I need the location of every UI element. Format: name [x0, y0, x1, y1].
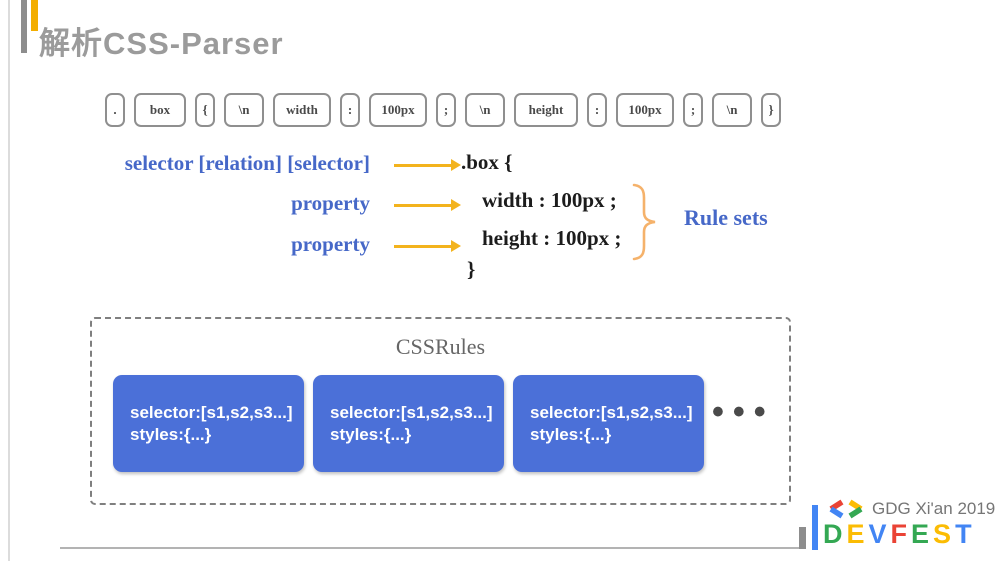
- footer-accent-bar-blue: [812, 505, 818, 550]
- token-row: . box { \n width : 100px ; \n height : 1…: [105, 93, 781, 127]
- card-styles-line: styles:{...}: [530, 424, 612, 444]
- footer-divider-line: [60, 547, 806, 549]
- gdg-event-label: GDG Xi'an 2019: [872, 499, 996, 518]
- token-height: height: [514, 93, 578, 127]
- devfest-letter: S: [933, 519, 956, 549]
- devfest-letter: F: [890, 519, 912, 549]
- page-title: 解析CSS-Parser: [39, 26, 284, 61]
- token-semicolon: ;: [683, 93, 703, 127]
- devfest-letter: D: [823, 519, 847, 549]
- token-newline: \n: [712, 93, 752, 127]
- code-height-line: height : 100px ;: [482, 226, 622, 250]
- title-accent-bar-gold: [31, 0, 38, 31]
- slide-left-border: [8, 0, 10, 561]
- token-newline: \n: [465, 93, 505, 127]
- footer-accent-bar-gray: [799, 527, 806, 549]
- card-styles-line: styles:{...}: [130, 424, 212, 444]
- card-selector-line: selector:[s1,s2,s3...]: [530, 402, 693, 422]
- devfest-logo: DEVFEST: [823, 519, 976, 550]
- more-rules-ellipsis: •••: [712, 393, 775, 431]
- devfest-letter: E: [846, 519, 869, 549]
- token-colon: :: [340, 93, 360, 127]
- card-selector-line: selector:[s1,s2,s3...]: [130, 402, 293, 422]
- arrow-right-icon: [394, 199, 461, 211]
- cssrule-card: selector:[s1,s2,s3...] styles:{...}: [513, 375, 704, 472]
- brace-icon: [632, 183, 656, 261]
- token-100px: 100px: [369, 93, 427, 127]
- token-newline: \n: [224, 93, 264, 127]
- arrow-right-icon: [394, 159, 461, 171]
- cssrule-card: selector:[s1,s2,s3...] styles:{...}: [313, 375, 504, 472]
- code-selector-line: .box {: [461, 150, 513, 174]
- token-open-brace: {: [195, 93, 215, 127]
- code-width-line: width : 100px ;: [482, 188, 617, 212]
- property-label: property: [291, 191, 370, 215]
- cssrules-title: CSSRules: [395, 334, 486, 359]
- token-colon: :: [587, 93, 607, 127]
- card-styles-line: styles:{...}: [330, 424, 412, 444]
- selector-pattern-label: selector [relation] [selector]: [124, 151, 370, 175]
- arrow-right-icon: [394, 240, 461, 252]
- token-width: width: [273, 93, 331, 127]
- rule-sets-label: Rule sets: [684, 205, 768, 230]
- card-selector-line: selector:[s1,s2,s3...]: [330, 402, 493, 422]
- code-closing-brace: }: [467, 257, 476, 281]
- devfest-letter: T: [955, 519, 976, 549]
- token-close-brace: }: [761, 93, 781, 127]
- token-dot: .: [105, 93, 125, 127]
- title-accent-bar-gray: [21, 0, 27, 53]
- cssrules-container: CSSRules selector:[s1,s2,s3...] styles:{…: [90, 317, 791, 505]
- devfest-letter: V: [868, 519, 891, 549]
- cssrule-card: selector:[s1,s2,s3...] styles:{...}: [113, 375, 304, 472]
- property-label: property: [291, 232, 370, 256]
- devfest-letter: E: [911, 519, 934, 549]
- token-box: box: [134, 93, 186, 127]
- token-semicolon: ;: [436, 93, 456, 127]
- gdg-code-brackets-icon: [829, 499, 863, 519]
- token-100px: 100px: [616, 93, 674, 127]
